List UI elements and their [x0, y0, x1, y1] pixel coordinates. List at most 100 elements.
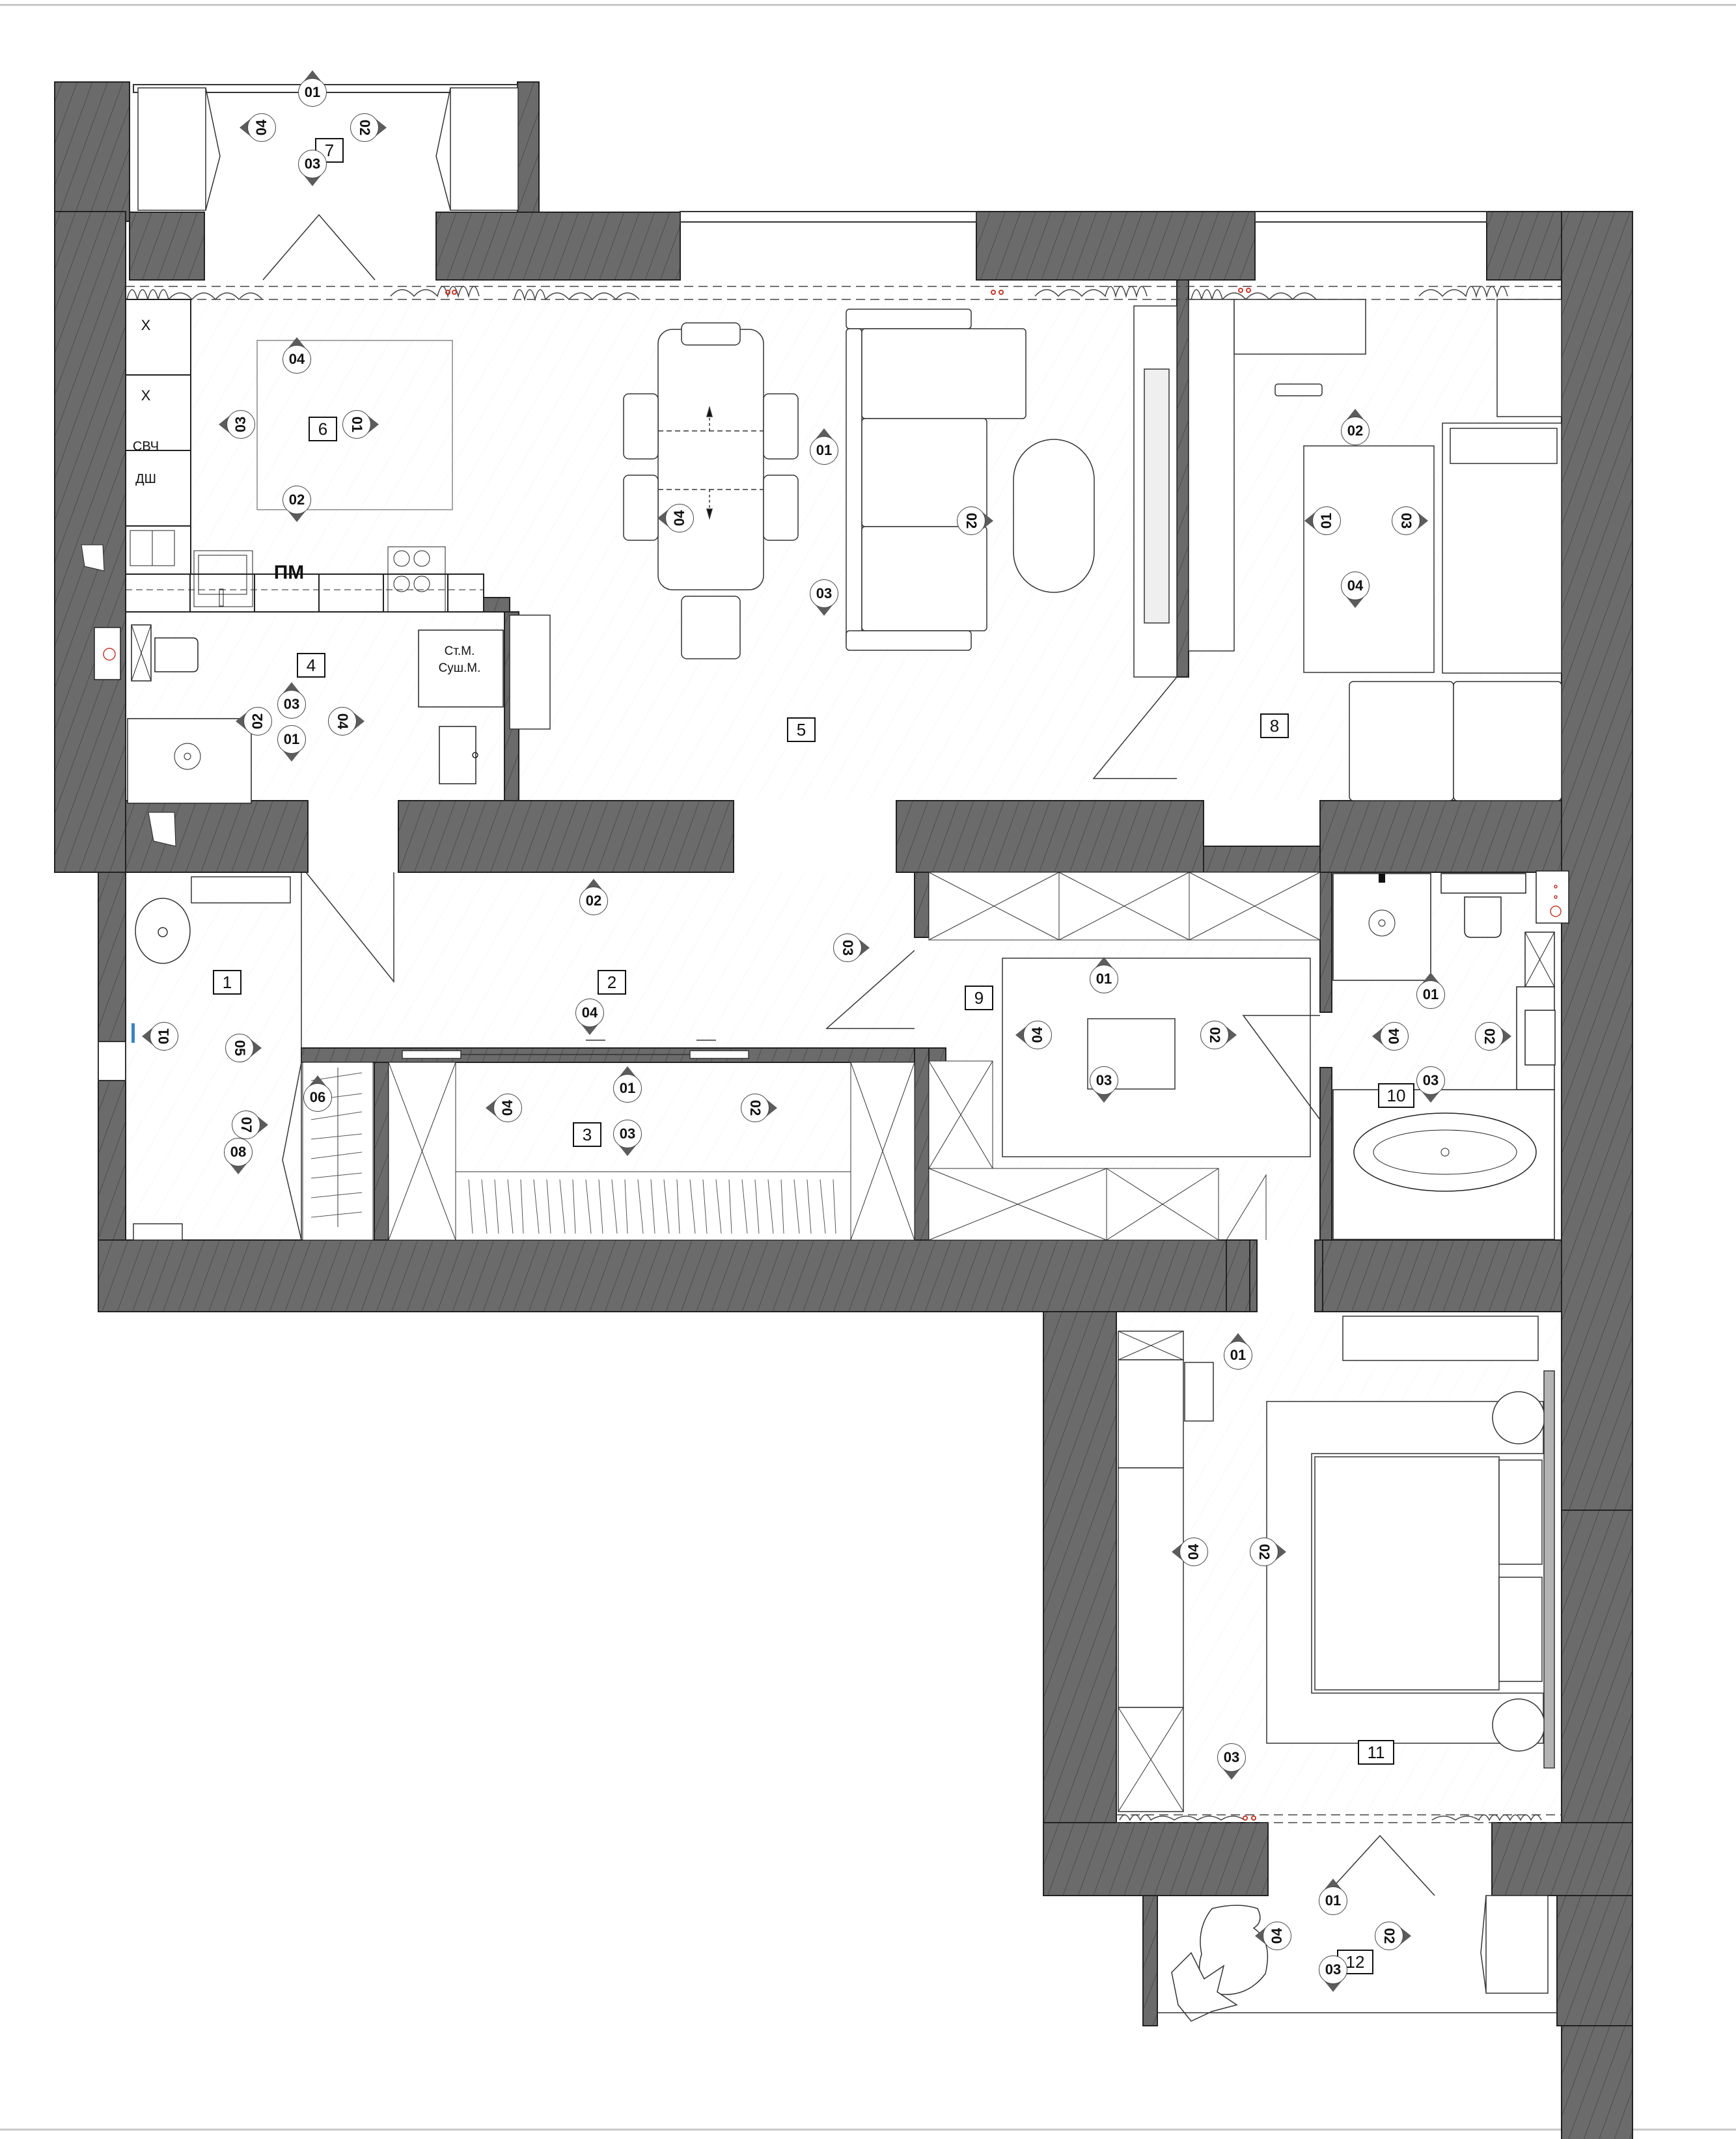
marker-number: 01	[1230, 1347, 1247, 1363]
view-marker: 02	[1336, 409, 1375, 450]
bedroom-balcony-door	[1325, 1834, 1435, 1896]
marker-circle: 03	[1416, 1066, 1445, 1095]
marker-circle: 03	[298, 150, 327, 178]
marker-circle: 02	[350, 113, 379, 142]
marker-number: 03	[1398, 512, 1414, 529]
marker-circle: 02	[741, 1094, 769, 1122]
marker-circle: 04	[575, 999, 604, 1027]
view-marker: 03	[608, 1114, 647, 1156]
view-marker: 01	[1411, 973, 1450, 1014]
marker-number: 07	[238, 1116, 255, 1133]
marker-number: 04	[1347, 577, 1364, 594]
marker-number: 04	[288, 351, 305, 367]
bedroom-door	[1226, 1174, 1267, 1241]
marker-circle: 02	[282, 486, 311, 514]
view-marker: 02	[277, 480, 316, 522]
marker-circle: 03	[613, 1120, 642, 1148]
marker-circle: 06	[303, 1083, 332, 1112]
room-number-2: 2	[598, 970, 626, 995]
view-marker: 01	[1084, 957, 1123, 999]
wardrobe-shelves	[302, 1062, 915, 1241]
marker-number: 04	[1028, 1027, 1045, 1043]
marker-circle: 03	[227, 410, 255, 439]
marker-number: 05	[231, 1040, 248, 1056]
marker-circle: 01	[277, 725, 306, 754]
view-marker: 01	[805, 428, 844, 470]
view-marker: 04	[1172, 1532, 1213, 1571]
appliance-label: Ст.М.	[444, 644, 475, 658]
appliance-label: Суш.М.	[438, 661, 481, 675]
marker-circle: 01	[1319, 1886, 1347, 1915]
view-marker: 06	[298, 1075, 337, 1117]
appliance-label: Х	[141, 387, 151, 404]
room-number-6: 6	[309, 417, 337, 441]
view-marker: 02	[1470, 1017, 1511, 1056]
view-marker: 02	[236, 702, 277, 741]
marker-number: 01	[1422, 986, 1439, 1002]
view-marker: 04	[486, 1088, 527, 1127]
view-marker: 07	[227, 1105, 268, 1144]
marker-circle: 03	[1217, 1743, 1246, 1772]
marker-circle: 01	[810, 436, 838, 465]
view-marker: 03	[219, 405, 260, 444]
kitchen-furniture	[125, 299, 484, 613]
room-1-fixtures	[131, 872, 302, 1241]
marker-number: 03	[1325, 1961, 1342, 1978]
view-marker: 02	[736, 1088, 777, 1127]
hall-cabinet	[509, 614, 551, 730]
marker-number: 03	[304, 156, 321, 172]
marker-number: 01	[155, 1028, 172, 1045]
marker-number: 01	[1095, 971, 1112, 987]
view-marker: 04	[1015, 1015, 1057, 1055]
marker-number: 01	[348, 416, 365, 433]
view-marker: 01	[1304, 501, 1346, 540]
coffee-table	[1013, 439, 1095, 593]
view-marker: 03	[828, 928, 870, 967]
view-marker: 01	[293, 70, 332, 112]
marker-number: 03	[1422, 1072, 1439, 1088]
marker-circle: 04	[665, 504, 694, 532]
marker-circle: 02	[1250, 1538, 1278, 1566]
marker-circle: 07	[232, 1111, 260, 1139]
marker-circle: 04	[1380, 1022, 1409, 1051]
marker-number: 03	[619, 1125, 636, 1142]
marker-number: 04	[499, 1099, 516, 1116]
appliance-label: СВЧ	[132, 439, 159, 454]
marker-number: 02	[1381, 1927, 1398, 1944]
marker-circle: 02	[1341, 417, 1370, 445]
marker-number: 02	[963, 512, 980, 529]
marker-circle: 01	[1090, 965, 1118, 993]
marker-circle: 04	[1023, 1021, 1052, 1049]
view-marker: 04	[1255, 1916, 1297, 1955]
marker-number: 04	[1268, 1927, 1285, 1944]
marker-number: 01	[816, 442, 833, 458]
view-marker: 05	[220, 1028, 262, 1068]
view-marker: 02	[1370, 1916, 1411, 1955]
marker-number: 03	[1095, 1072, 1112, 1088]
view-marker: 01	[1314, 1879, 1353, 1920]
marker-circle: 03	[1319, 1955, 1347, 1984]
room-number-4: 4	[297, 653, 325, 678]
sofa	[846, 309, 1026, 651]
room-number-9: 9	[965, 986, 993, 1010]
marker-circle: 03	[277, 690, 306, 719]
view-marker: 03	[1212, 1738, 1251, 1780]
marker-circle: 08	[224, 1138, 253, 1166]
vent-ducts	[81, 544, 176, 847]
view-marker: 04	[657, 499, 699, 538]
view-marker: 04	[1336, 566, 1375, 608]
top-border-rule	[0, 4, 1736, 6]
view-marker: 04	[1372, 1017, 1414, 1056]
tv-unit	[1133, 305, 1178, 678]
balcony-12-items	[1157, 1895, 1557, 2022]
marker-number: 01	[619, 1080, 636, 1096]
marker-circle: 01	[298, 78, 327, 107]
appliance-label: ДШ	[135, 472, 156, 486]
marker-circle: 02	[243, 707, 272, 736]
marker-number: 02	[1256, 1543, 1273, 1560]
room-8-door	[1092, 676, 1178, 779]
marker-number: 02	[356, 119, 373, 136]
room-10-door	[1242, 1015, 1321, 1120]
marker-circle: 02	[1200, 1021, 1229, 1049]
marker-number: 06	[309, 1089, 326, 1105]
